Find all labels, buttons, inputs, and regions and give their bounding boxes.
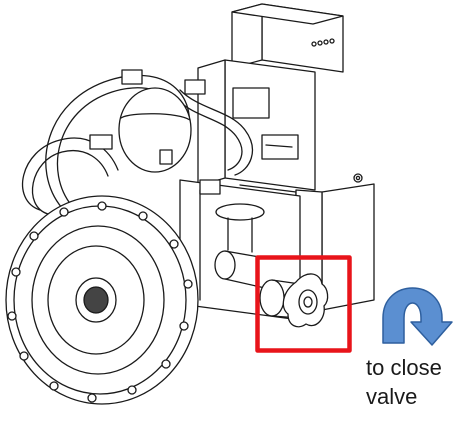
main-flange <box>5 195 199 405</box>
hand-wheel-valve <box>259 273 329 328</box>
reservoir-sphere <box>118 87 192 173</box>
annotation-caption-line-2: valve <box>366 384 418 409</box>
flange-bolt-holes <box>7 201 193 403</box>
electronics-housing <box>197 59 316 243</box>
hand-wheel <box>282 273 329 328</box>
coiled-tubing <box>21 69 254 215</box>
valve-highlight-box <box>255 255 352 353</box>
clockwise-u-turn-arrow-icon <box>382 287 453 346</box>
control-box <box>231 3 344 73</box>
annotation-caption-line-1: to close <box>366 355 442 380</box>
